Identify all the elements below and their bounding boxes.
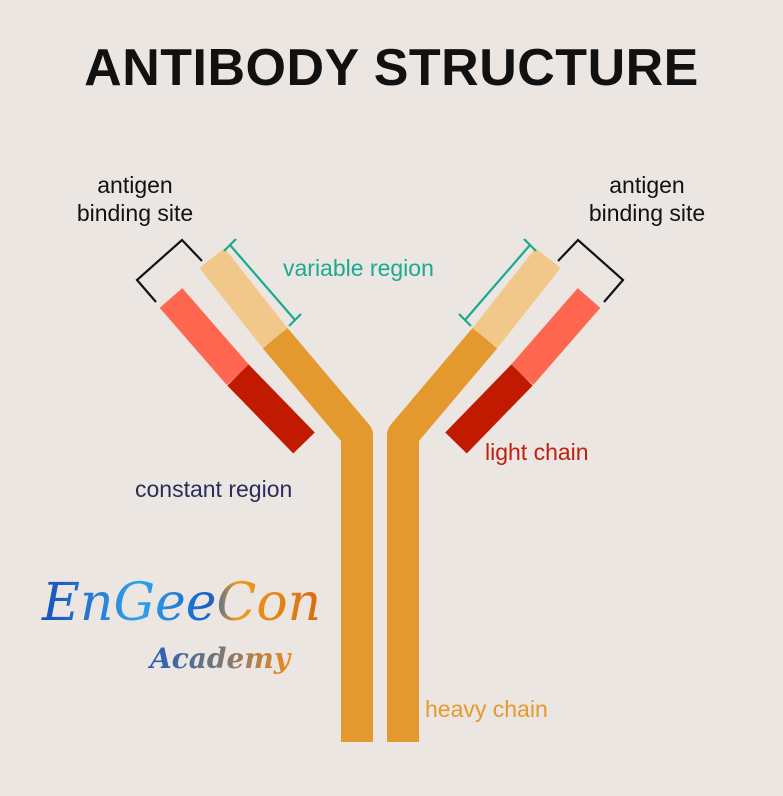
- antibody-right-half: [387, 238, 625, 742]
- label-line: antigen: [609, 172, 685, 198]
- label-line: binding site: [588, 200, 706, 226]
- variable-region-bracket: [223, 238, 302, 327]
- heavy-chain-label: heavy chain: [425, 696, 548, 722]
- antigen-binding-bracket-left: [135, 238, 203, 303]
- light-chain-left-constant: [227, 364, 315, 454]
- light-chain-right-variable: [510, 288, 601, 385]
- logo-text: EnGeeCon: [41, 573, 321, 633]
- light-chain-label: light chain: [485, 439, 589, 465]
- antigen-binding-site-label-right: antigen binding site: [572, 171, 722, 227]
- label-line: antigen: [97, 172, 173, 198]
- heavy-chain-right-variable: [472, 248, 561, 348]
- label-line: binding site: [76, 200, 194, 226]
- logo-subtext: Academy: [147, 642, 292, 675]
- antibody-left-half: [135, 238, 373, 742]
- engeecon-logo: EnGeeCon Academy: [41, 573, 321, 675]
- heavy-chain-left-variable: [199, 248, 288, 348]
- variable-region-bracket-right: [458, 238, 537, 327]
- light-chain-right-constant: [445, 364, 533, 454]
- heavy-chain-right-constant: [387, 327, 498, 742]
- antigen-binding-site-label-left: antigen binding site: [60, 171, 210, 227]
- variable-region-label: variable region: [283, 255, 434, 281]
- heavy-chain-left-constant: [262, 327, 373, 742]
- antigen-binding-bracket-right: [557, 238, 625, 303]
- page-title: ANTIBODY STRUCTURE: [84, 39, 699, 97]
- light-chain-left-variable: [159, 288, 250, 385]
- constant-region-label: constant region: [135, 476, 293, 502]
